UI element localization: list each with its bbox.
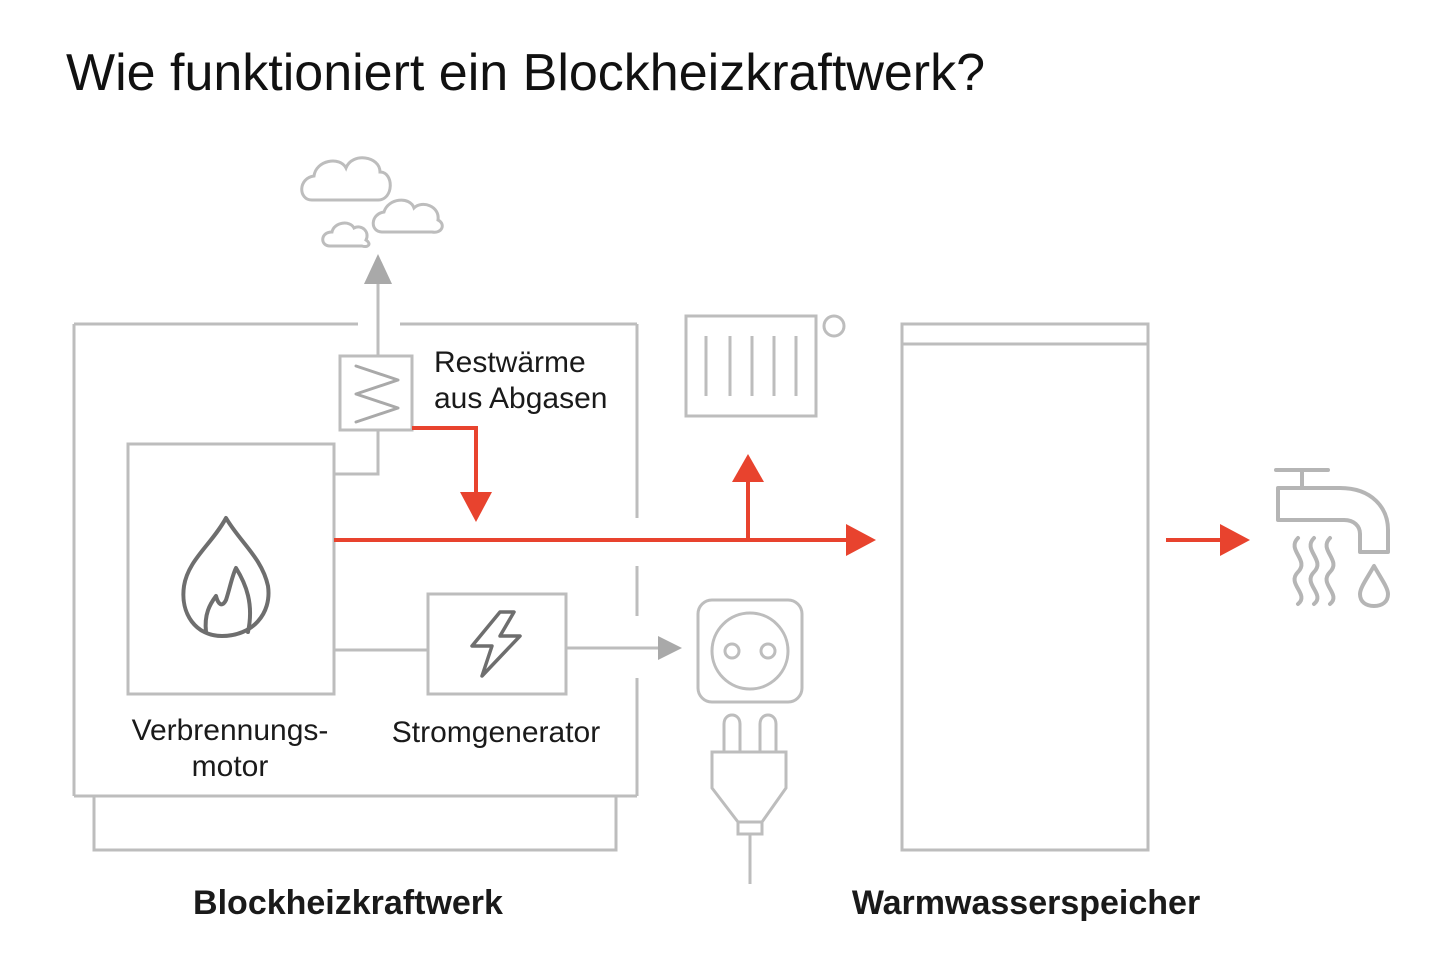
engine-box	[126, 442, 336, 696]
generator-box	[426, 592, 568, 696]
heat-recovery-label-line1: Restwärme	[434, 346, 586, 379]
engine-label-line1: Verbrennungs-	[132, 714, 329, 747]
heat-recovery-label-line2: aus Abgasen	[434, 382, 607, 415]
power-plug-icon	[710, 713, 788, 884]
power-arrow	[658, 636, 682, 660]
heat-main-arrow	[846, 524, 876, 556]
exhaust-arrow	[364, 254, 392, 284]
lightning-icon	[470, 610, 522, 678]
flame-icon	[181, 516, 271, 638]
generator-label: Stromgenerator	[392, 716, 600, 749]
page-title: Wie funktioniert ein Blockheizkraftwerk?	[66, 44, 985, 102]
power-socket-icon	[696, 598, 804, 704]
heat-radiator-arrow	[732, 454, 764, 482]
heat-recovery-flow	[412, 426, 478, 496]
exhaust-cloud-icon	[300, 156, 444, 248]
radiator-icon	[684, 314, 846, 418]
engine-label-line2: motor	[192, 750, 269, 783]
exhaust-pipe	[334, 430, 380, 476]
hot-water-arrow	[1220, 524, 1250, 556]
heat-exchanger-icon	[338, 354, 414, 432]
heat-recovery-arrow	[460, 492, 492, 522]
storage-tank	[900, 322, 1150, 852]
water-tap-icon	[1274, 468, 1390, 608]
chp-plant-label: Blockheizkraftwerk	[193, 884, 503, 922]
chp-housing	[72, 322, 639, 852]
storage-tank-label: Warmwasserspeicher	[852, 884, 1200, 922]
